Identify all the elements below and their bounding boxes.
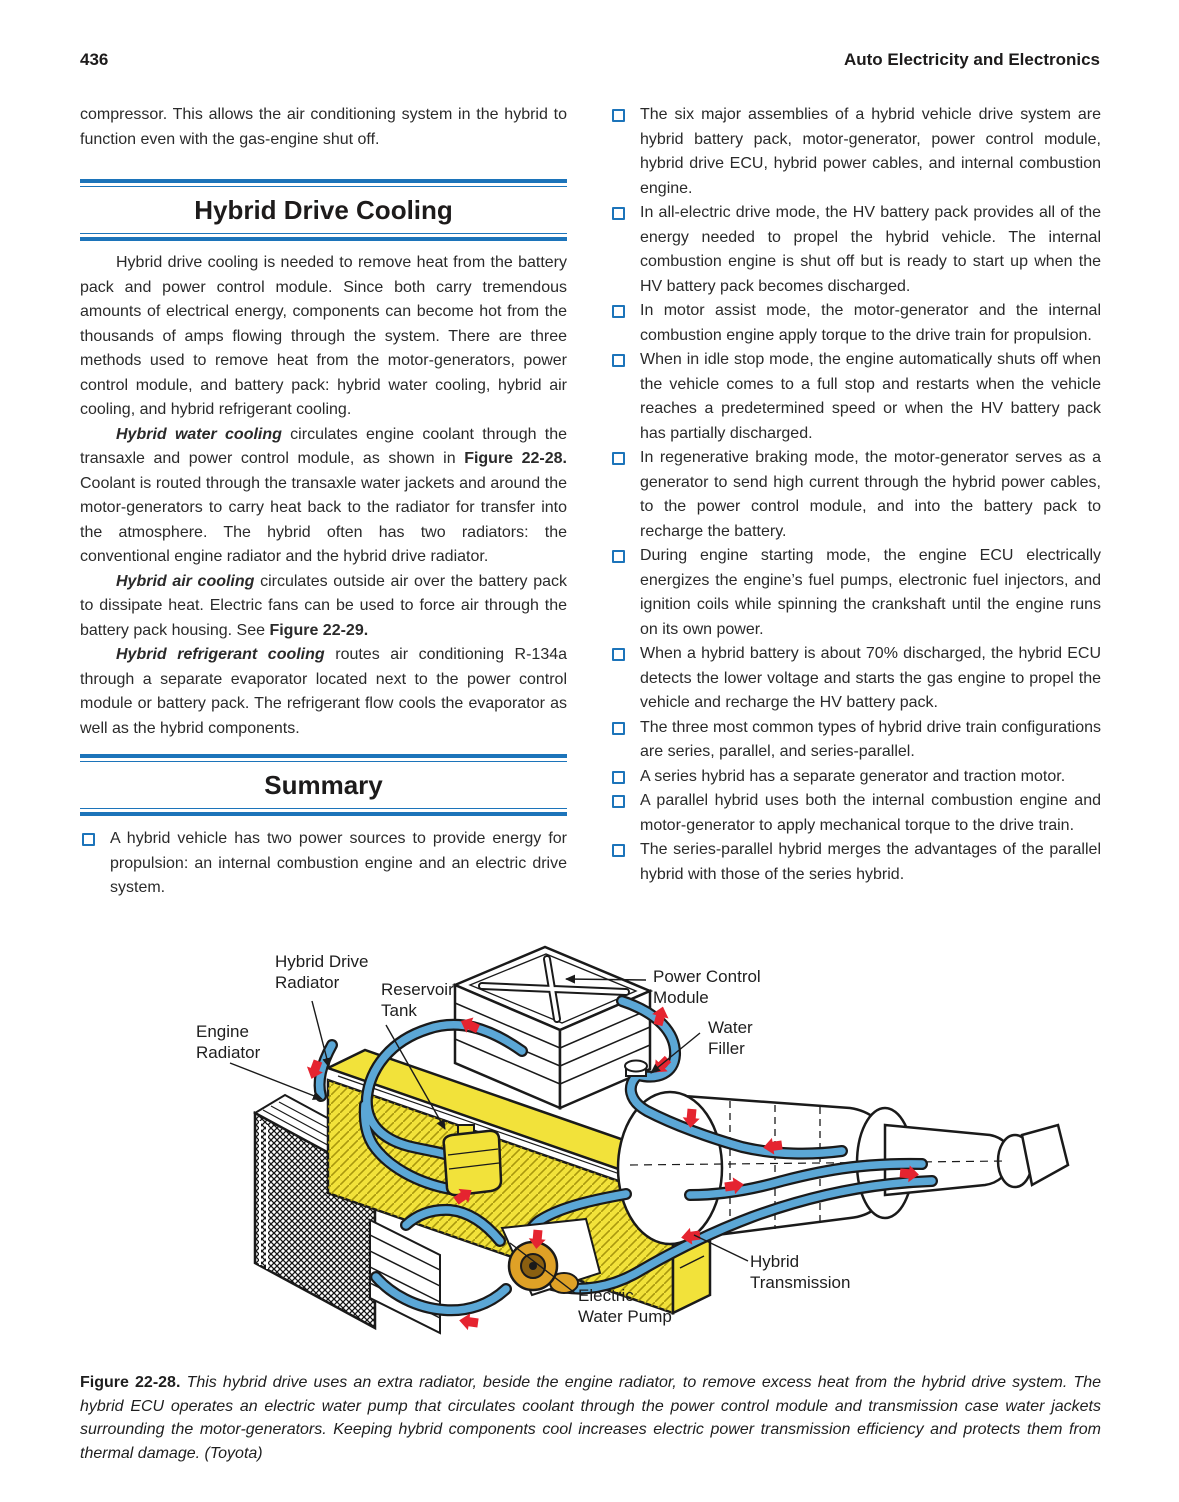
electric-water-pump-illustration [500, 1217, 602, 1297]
bullet-item: The series-parallel hybrid merges the ad… [610, 838, 1101, 887]
bullet-item: A series hybrid has a separate generator… [610, 765, 1101, 790]
checkbox-bullet-icon [612, 795, 625, 808]
text-run: Figure 22-28. [464, 450, 567, 467]
bullet-item: A parallel hybrid uses both the internal… [610, 789, 1101, 838]
coolant-hoses [313, 995, 938, 1317]
label-hybrid-drive-radiator: Hybrid Drive Radiator [275, 952, 369, 992]
bullet-item: In all-electric drive mode, the HV batte… [610, 201, 1101, 299]
text-run: circulates outside air over the battery … [80, 572, 567, 639]
checkbox-bullet-icon [612, 452, 625, 465]
text-run: Hybrid refrigerant cooling [116, 646, 325, 663]
figure-22-28-diagram: Hybrid Drive Radiator Reservoir Tank Eng… [70, 933, 1110, 1349]
reservoir-tank-illustration [442, 1124, 503, 1197]
intro-paragraph: compressor. This allows the air conditio… [80, 106, 567, 148]
bullet-text: During engine starting mode, the engine … [640, 547, 1101, 638]
summary-bullet-list: A hybrid vehicle has two power sources t… [80, 827, 567, 901]
checkbox-bullet-icon [612, 770, 625, 784]
label-electric-water-pump: Electric Water Pump [578, 1286, 672, 1326]
label-engine-radiator: Engine Radiator [196, 1022, 261, 1062]
bullet-text: A parallel hybrid uses both the internal… [640, 792, 1101, 834]
bullet-text: In motor assist mode, the motor-generato… [640, 302, 1101, 344]
bullet-text: When in idle stop mode, the engine autom… [640, 351, 1101, 442]
bullet-item: When in idle stop mode, the engine autom… [610, 348, 1101, 446]
checkbox-bullet-icon [82, 833, 95, 846]
text-run: circulates engine coolant through the tr… [80, 425, 567, 468]
text-run: Coolant is routed through the transaxle … [80, 474, 567, 566]
bullet-text: The three most common types of hybrid dr… [640, 718, 1101, 761]
label-leader-lines [229, 974, 749, 1294]
hybrid-transmission-illustration [616, 1090, 1070, 1246]
bullet-item: When a hybrid battery is about 70% disch… [610, 642, 1101, 716]
heading-rule-top [80, 179, 567, 187]
text-run: Hybrid water cooling [116, 425, 282, 443]
bullet-text: In regenerative braking mode, the motor-… [640, 449, 1101, 540]
label-power-control-module: Power Control Module [653, 967, 761, 1007]
body-paragraph: Hybrid air cooling circulates outside ai… [80, 570, 567, 644]
text-run: Figure 22-29. [269, 621, 369, 639]
text-run: Hybrid air cooling [116, 572, 255, 590]
heading-rule-bottom [80, 233, 567, 241]
figure-caption: Figure 22-28. This hybrid drive uses an … [80, 1371, 1101, 1465]
section-heading-hybrid-drive-cooling: Hybrid Drive Cooling [80, 179, 567, 241]
bullet-text: The series-parallel hybrid merges the ad… [640, 841, 1101, 883]
checkbox-bullet-icon [612, 207, 625, 220]
checkbox-bullet-icon [612, 550, 625, 563]
body-paragraph: Hybrid water cooling circulates engine c… [80, 423, 567, 570]
bullet-item: The three most common types of hybrid dr… [610, 716, 1101, 765]
summary-bullet-list: The six major assemblies of a hybrid veh… [610, 103, 1101, 887]
cooling-system-illustration [229, 945, 1070, 1335]
label-reservoir-tank: Reservoir Tank [381, 980, 454, 1020]
checkbox-bullet-icon [612, 305, 625, 318]
bullet-text: A hybrid vehicle has two power sources t… [110, 830, 567, 896]
water-filler-illustration [624, 1059, 648, 1077]
body-paragraph: Hybrid drive cooling is needed to remove… [80, 254, 567, 418]
checkbox-bullet-icon [612, 721, 625, 735]
checkbox-bullet-icon [612, 109, 625, 122]
bullet-item: During engine starting mode, the engine … [610, 544, 1101, 642]
text-run: Figure 22-28. [80, 1374, 187, 1391]
bullet-item: In regenerative braking mode, the motor-… [610, 446, 1101, 544]
left-column: compressor. This allows the air conditio… [80, 103, 567, 901]
running-header: Auto Electricity and Electronics [843, 50, 1100, 69]
right-column: The six major assemblies of a hybrid veh… [610, 103, 1101, 887]
page-number: 436 [80, 50, 109, 69]
bullet-text: In all-electric drive mode, the HV batte… [640, 204, 1101, 295]
checkbox-bullet-icon [612, 648, 625, 661]
section-title: Summary [264, 770, 383, 800]
label-water-filler: Water Filler [708, 1018, 753, 1058]
checkbox-bullet-icon [612, 844, 625, 857]
section-title: Hybrid Drive Cooling [194, 195, 453, 225]
bullet-item: The six major assemblies of a hybrid veh… [610, 103, 1101, 201]
checkbox-bullet-icon [612, 354, 625, 367]
text-run: This hybrid drive uses an extra radiator… [80, 1374, 1102, 1462]
bullet-item: A hybrid vehicle has two power sources t… [80, 827, 567, 901]
bullet-text: The six major assemblies of a hybrid veh… [640, 106, 1101, 197]
heading-rule-bottom [80, 808, 567, 816]
label-hybrid-transmission: Hybrid Transmission [750, 1252, 851, 1292]
text-run: routes air conditioning R-134a through a… [80, 646, 568, 737]
body-paragraph: Hybrid refrigerant cooling routes air co… [80, 643, 567, 741]
section-heading-summary: Summary [80, 754, 567, 816]
bullet-text: When a hybrid battery is about 70% disch… [640, 645, 1101, 711]
heading-rule-top [80, 754, 567, 762]
bullet-item: In motor assist mode, the motor-generato… [610, 299, 1101, 348]
bullet-text: A series hybrid has a separate generator… [640, 767, 1066, 785]
